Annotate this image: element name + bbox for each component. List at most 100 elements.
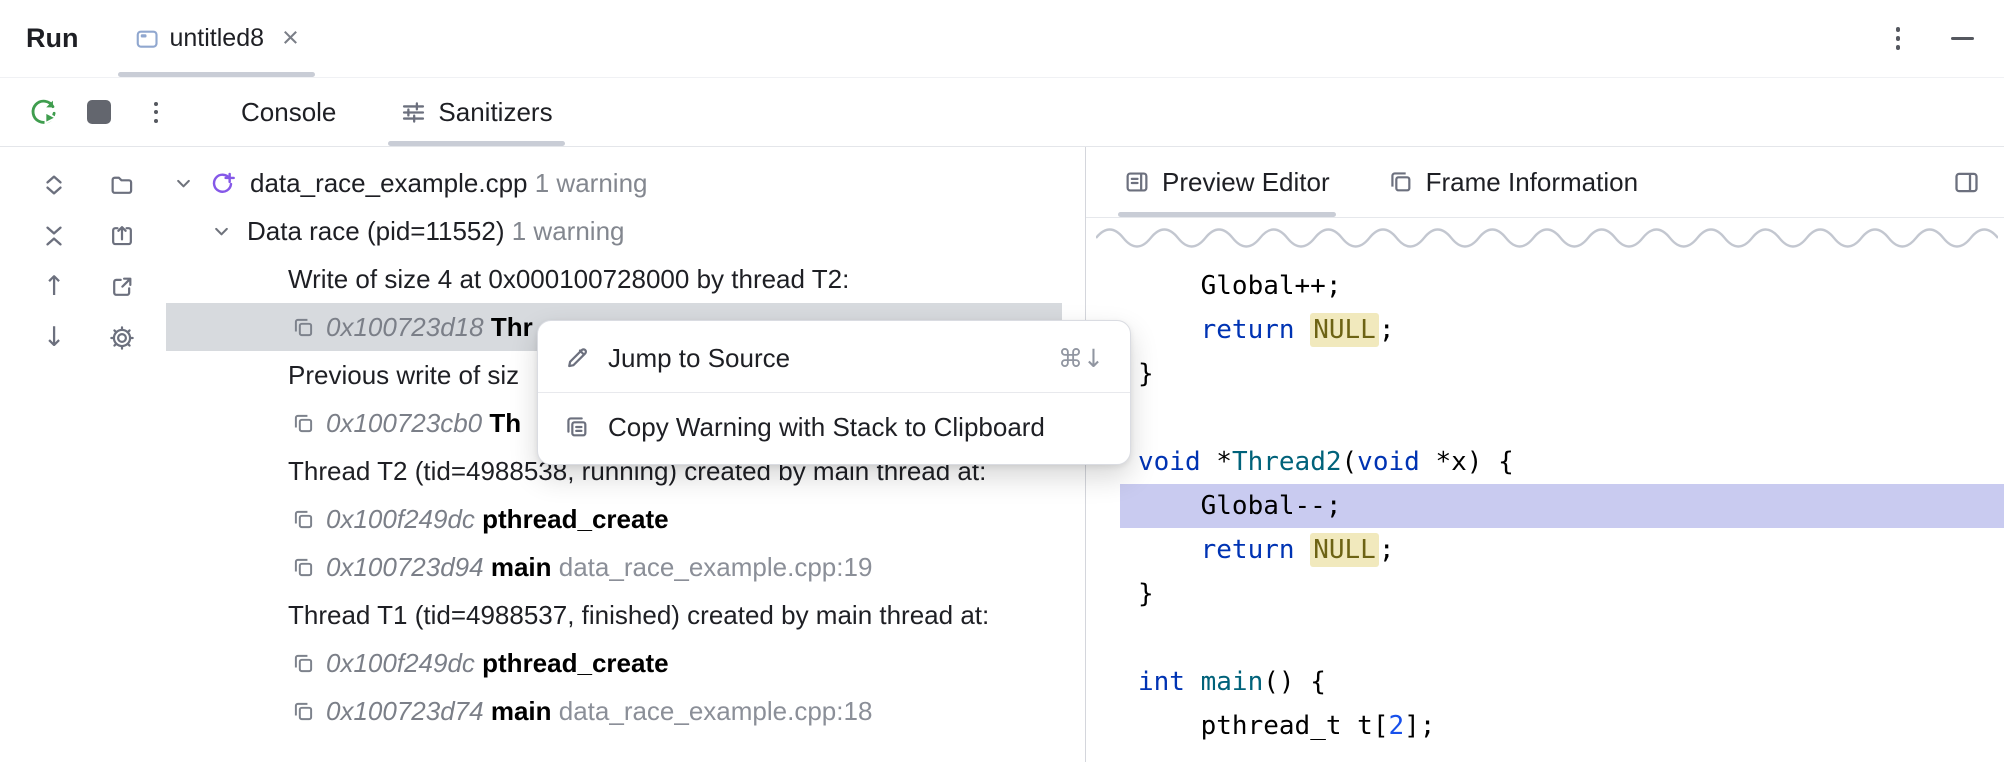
chevron-down-icon[interactable]	[212, 222, 231, 241]
tree-text: 1 warning	[534, 167, 648, 198]
code-line[interactable]: pthread_t t[2];	[1120, 704, 2004, 748]
next-warning-button[interactable]: ↓	[20, 312, 88, 363]
code-token: ;	[1378, 315, 1395, 345]
torn-edge-squiggle	[1095, 221, 1999, 253]
tree-text: Data race (pid=11552)	[247, 215, 512, 246]
tab-console[interactable]: Console	[237, 78, 340, 146]
tree-text: main	[490, 695, 559, 726]
menu-item-label: Jump to Source	[608, 342, 791, 373]
sanitizers-filter-icon	[403, 101, 425, 123]
code-line[interactable]: }	[1120, 352, 2004, 396]
toolbar-kebab-icon[interactable]	[149, 97, 163, 128]
tree-row[interactable]: 0x100723d94 main data_race_example.cpp:1…	[166, 543, 1084, 591]
tree-row[interactable]: 0x100723cb0 Th	[166, 399, 1084, 447]
tree-row[interactable]: 0x100723d74 main data_race_example.cpp:1…	[166, 687, 1084, 735]
rerun-icon	[31, 99, 58, 125]
tree-text: 1 warning	[511, 215, 625, 246]
code-line[interactable]: return NULL;	[1120, 308, 2004, 352]
code-line[interactable]	[1120, 396, 2004, 440]
expand-all-button[interactable]	[20, 159, 88, 210]
code-token: }	[1138, 579, 1154, 609]
tree-row[interactable]: Thread T1 (tid=4988537, finished) create…	[166, 591, 1084, 639]
open-in-editor-button[interactable]	[88, 261, 156, 312]
stack-frame-icon	[294, 654, 313, 672]
code-token: t[	[1341, 711, 1389, 741]
tab-preview-editor[interactable]: Preview Editor	[1118, 147, 1336, 217]
menu-item-jump-to-source[interactable]: Jump to Source ⌘↓	[538, 330, 1130, 386]
code-line[interactable]: }	[1120, 572, 2004, 616]
code-token	[1295, 535, 1311, 565]
preview-tab-bar: Preview Editor Frame Information	[1086, 147, 2004, 218]
layout-settings-button[interactable]	[1953, 169, 1980, 196]
tab-sanitizers[interactable]: Sanitizers	[388, 78, 565, 146]
code-token: void	[1357, 447, 1420, 477]
code-token: (	[1341, 447, 1358, 477]
kebab-menu-icon[interactable]	[1891, 22, 1906, 55]
highlighted-code-line[interactable]: Global--;	[1120, 484, 2004, 528]
tree-text: data_race_example.cpp:18	[558, 695, 873, 726]
window-icon	[137, 30, 159, 48]
code-line[interactable]: void *Thread2(void *x) {	[1120, 440, 2004, 484]
tree-row[interactable]: data_race_example.cpp 1 warning	[166, 159, 1084, 207]
gear-icon	[110, 325, 134, 350]
stack-frame-icon	[294, 414, 313, 432]
group-by-button[interactable]	[88, 159, 156, 210]
tree-text: main	[490, 551, 559, 582]
stack-frame-icon	[294, 558, 313, 576]
stop-icon	[87, 100, 111, 124]
tree-row[interactable]: Data race (pid=11552) 1 warning	[166, 207, 1084, 255]
code-token: ];	[1404, 711, 1436, 741]
export-button[interactable]	[88, 210, 156, 261]
active-tab-indicator	[388, 141, 565, 146]
tree-row[interactable]: Write of size 4 at 0x000100728000 by thr…	[166, 255, 1084, 303]
pencil-icon	[568, 348, 587, 368]
frame-information-label: Frame Information	[1425, 166, 1639, 197]
preview-pane: Preview Editor Frame Information Global+…	[1086, 147, 2004, 762]
code-line[interactable]: int main() {	[1120, 660, 2004, 704]
sanitizer-file-icon	[212, 172, 235, 193]
code-line[interactable]: return NULL;	[1120, 528, 2004, 572]
tree-text: pthread_create	[482, 503, 669, 534]
settings-button[interactable]	[88, 312, 156, 363]
tab-untitled8[interactable]: untitled8 ×	[118, 0, 315, 77]
collapse-all-icon	[46, 226, 62, 245]
collapse-all-button[interactable]	[20, 210, 88, 261]
tree-text: Write of size 4 at 0x000100728000 by thr…	[288, 263, 850, 294]
code-token: void	[1138, 447, 1201, 477]
stop-button[interactable]	[59, 100, 111, 124]
stack-frame-icon	[294, 318, 313, 336]
tab-frame-information[interactable]: Frame Information	[1384, 147, 1642, 217]
tool-window-title: Run	[26, 23, 79, 53]
frame-info-icon	[1390, 172, 1411, 192]
code-line[interactable]: Global++;	[1120, 264, 2004, 308]
code-token	[1295, 315, 1311, 345]
previous-warning-button[interactable]: ↑	[20, 261, 88, 312]
menu-item-copy-warning[interactable]: Copy Warning with Stack to Clipboard	[538, 399, 1130, 455]
code-token: return	[1200, 315, 1295, 345]
tree-row[interactable]: Previous write of siz	[166, 351, 1084, 399]
tree-row[interactable]: 0x100f249dc pthread_create	[166, 495, 1084, 543]
tree-text: 0x100723d94	[326, 551, 491, 582]
code-token: *x) {	[1419, 447, 1514, 477]
tree-row[interactable]: 0x100f249dc pthread_create	[166, 639, 1084, 687]
tree-text: 0x100723cb0	[326, 407, 490, 438]
rerun-button[interactable]	[28, 97, 59, 128]
tree-text: data_race_example.cpp	[250, 167, 535, 198]
minimize-icon[interactable]	[1951, 37, 1974, 40]
tree-text: pthread_create	[482, 647, 669, 678]
code-token: Thread2	[1231, 447, 1342, 477]
tab-label: untitled8	[169, 24, 265, 52]
tree-text: 0x100723d18	[326, 311, 491, 342]
chevron-down-icon[interactable]	[174, 174, 193, 193]
tree-text: 0x100f249dc	[326, 647, 483, 678]
group-by-icon	[111, 176, 133, 194]
tree-text: 0x100f249dc	[326, 503, 483, 534]
code-token: }	[1138, 359, 1154, 389]
code-token	[1185, 667, 1201, 697]
code-token: () {	[1263, 667, 1326, 697]
close-icon[interactable]: ×	[282, 22, 299, 54]
code-token: 2	[1388, 711, 1405, 741]
code-token: *	[1200, 447, 1232, 477]
code-line[interactable]	[1120, 616, 2004, 660]
